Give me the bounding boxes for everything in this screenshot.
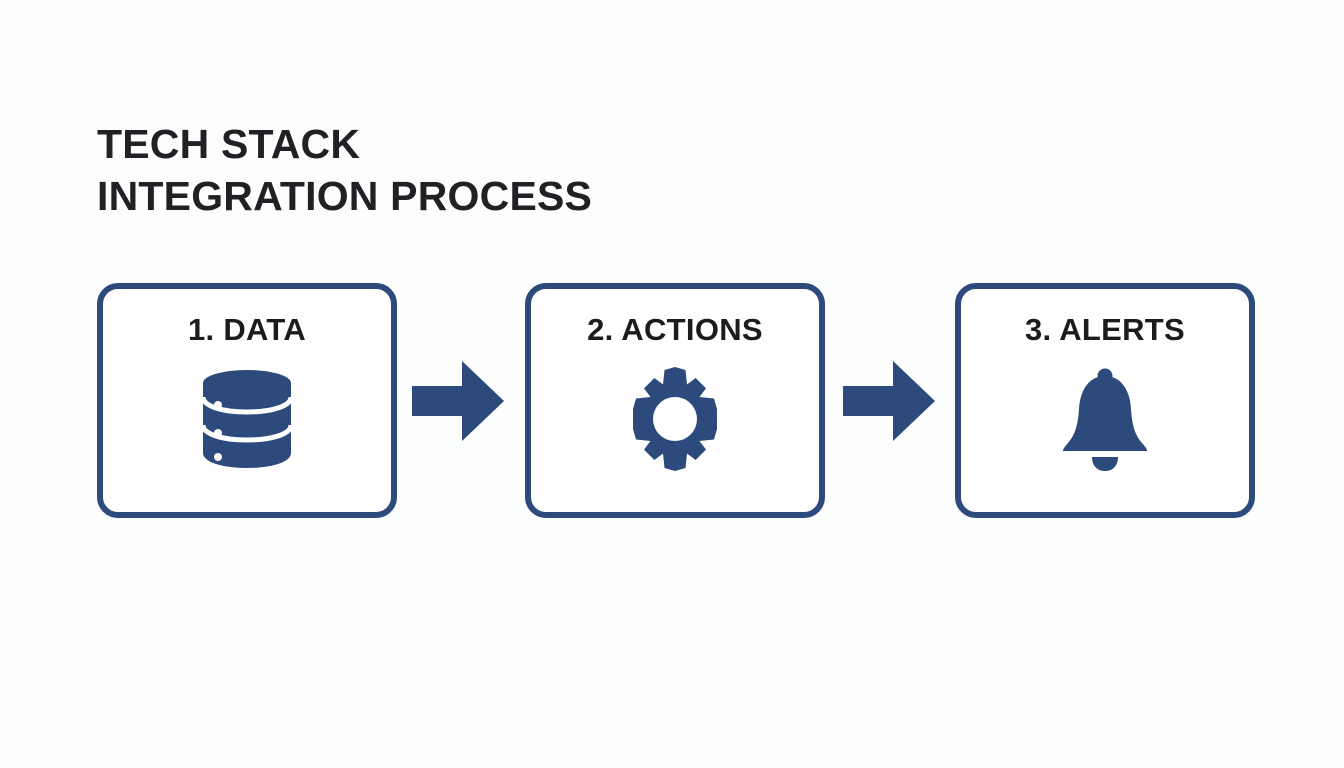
database-icon xyxy=(194,366,300,472)
step-card-data[interactable]: 1. DATA xyxy=(97,283,397,518)
page-title: TECH STACK INTEGRATION PROCESS xyxy=(97,118,857,222)
gear-icon xyxy=(622,366,728,472)
step-label-actions: 2. ACTIONS xyxy=(587,312,763,347)
arrow-right-icon-1 xyxy=(412,358,504,444)
step-card-actions[interactable]: 2. ACTIONS xyxy=(525,283,825,518)
step-label-data: 1. DATA xyxy=(187,312,307,347)
step-label-alerts: 3. ALERTS xyxy=(1024,312,1186,347)
bell-icon xyxy=(1052,366,1158,472)
process-flow: 1. DATA xyxy=(0,283,1344,519)
page-title-line-2: INTEGRATION PROCESS xyxy=(97,173,593,219)
arrow-right-icon-2 xyxy=(843,358,935,444)
page-title-line-1: TECH STACK xyxy=(97,121,361,167)
step-card-alerts[interactable]: 3. ALERTS xyxy=(955,283,1255,518)
